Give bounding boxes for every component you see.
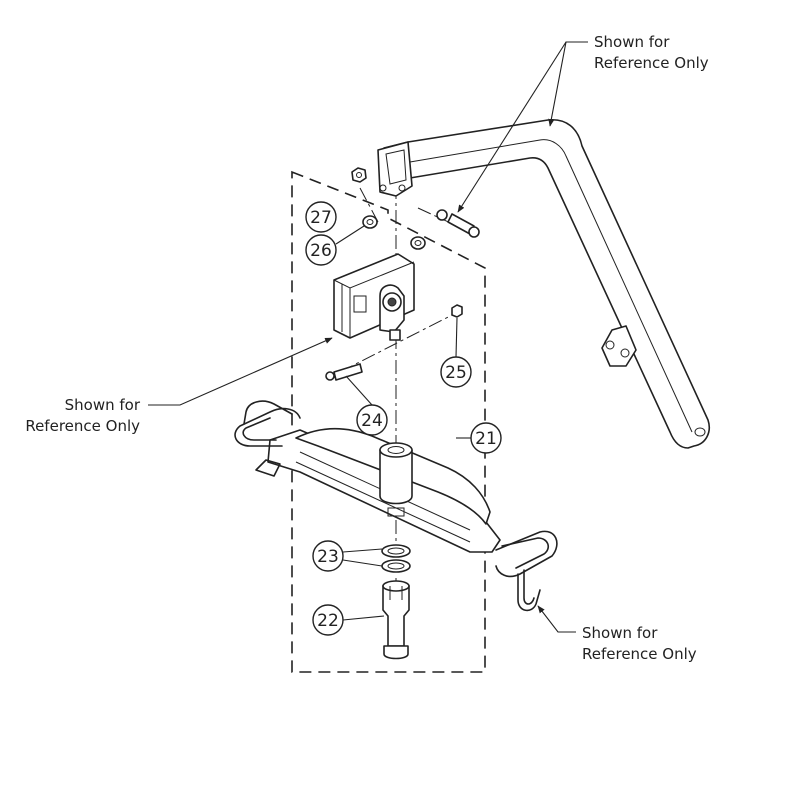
svg-text:22: 22 (317, 611, 339, 631)
washer-right (410, 236, 426, 250)
reference-note-bottom-right: Shown for Reference Only (537, 605, 697, 663)
scale-module (333, 253, 415, 341)
svg-text:Reference Only: Reference Only (582, 645, 697, 663)
svg-text:Shown for: Shown for (65, 396, 141, 414)
callout-25: 25 (440, 356, 472, 388)
arm-bolt (436, 209, 480, 238)
reference-note-left: Shown for Reference Only (25, 337, 333, 435)
washer-part-26 (362, 215, 378, 229)
spreader-bar (267, 427, 501, 553)
nut-part-25 (451, 304, 463, 318)
callout-21: 21 (470, 422, 502, 454)
left-hook (234, 400, 301, 477)
boom-arm (377, 119, 710, 449)
assembly-boundary (291, 170, 486, 673)
callout-23: 23 (312, 540, 344, 572)
svg-text:Shown for: Shown for (594, 33, 670, 51)
callout-leaders (335, 225, 471, 621)
svg-text:27: 27 (310, 208, 332, 228)
hex-nut (351, 167, 367, 183)
callout-27: 27 (305, 201, 337, 233)
svg-text:Reference Only: Reference Only (25, 417, 140, 435)
swivel-pin-part-22 (382, 580, 410, 660)
svg-text:23: 23 (317, 547, 339, 567)
reference-note-top-right: Shown for Reference Only (457, 33, 709, 213)
pin-part-24 (325, 363, 363, 381)
right-hook (495, 530, 558, 612)
callout-24: 24 (356, 404, 388, 436)
svg-text:21: 21 (475, 429, 497, 449)
callout-22: 22 (312, 604, 344, 636)
svg-text:Reference Only: Reference Only (594, 54, 709, 72)
svg-text:Shown for: Shown for (582, 624, 658, 642)
washers-part-23 (381, 544, 411, 573)
svg-text:25: 25 (445, 363, 467, 383)
svg-text:26: 26 (310, 241, 332, 261)
callout-26: 26 (305, 234, 337, 266)
svg-text:24: 24 (361, 411, 383, 431)
